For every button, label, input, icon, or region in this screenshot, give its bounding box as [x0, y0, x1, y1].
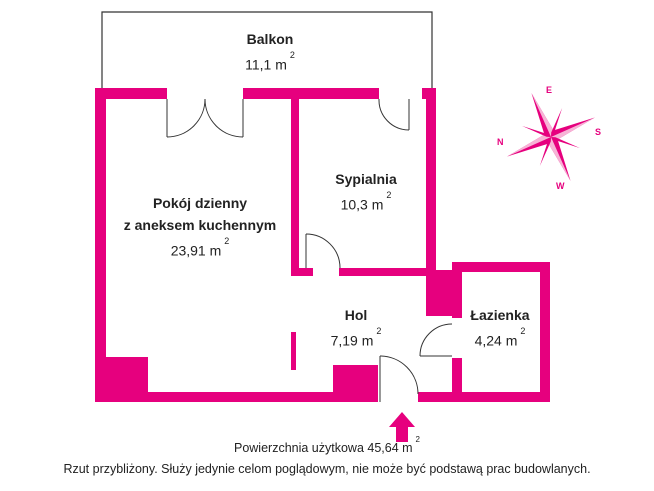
doors	[166, 98, 453, 402]
living-room-label: Pokój dzienny z aneksem kuchennym 23,91 …	[110, 192, 290, 262]
balcony-name: Balkon	[246, 31, 294, 47]
hall-area: 7,19 m2	[330, 326, 382, 349]
entrance-arrow-icon	[389, 412, 415, 442]
usable-area-text: Powierzchnia użytkowa 45,64 m2	[233, 435, 420, 456]
compass-rose-icon: E S W N	[497, 85, 601, 191]
compass-w-label: W	[556, 181, 565, 191]
hall-label: Hol 7,19 m2	[296, 304, 416, 352]
balcony-label: Balkon 11,1 m2	[210, 28, 330, 76]
compass-e-label: E	[546, 85, 552, 95]
bedroom-label: Sypialnia 10,3 m2	[306, 168, 426, 216]
disclaimer-text: Rzut przybliżony. Służy jedynie celom po…	[63, 462, 591, 476]
living-room-name-2: z aneksem kuchennym	[123, 217, 277, 233]
bathroom-area: 4,24 m2	[474, 326, 526, 349]
balcony-area: 11,1 m2	[245, 50, 295, 73]
bedroom-area: 10,3 m2	[340, 190, 392, 213]
compass-n-label: N	[497, 137, 504, 147]
living-room-name-1: Pokój dzienny	[152, 195, 248, 211]
walls	[95, 88, 550, 402]
bathroom-label: Łazienka 4,24 m2	[452, 304, 548, 352]
bedroom-name: Sypialnia	[335, 171, 397, 187]
balcony-outline	[101, 11, 433, 88]
hall-name: Hol	[344, 307, 368, 323]
compass-s-label: S	[595, 127, 601, 137]
bathroom-name: Łazienka	[470, 307, 530, 323]
living-room-area: 23,91 m2	[170, 236, 230, 259]
